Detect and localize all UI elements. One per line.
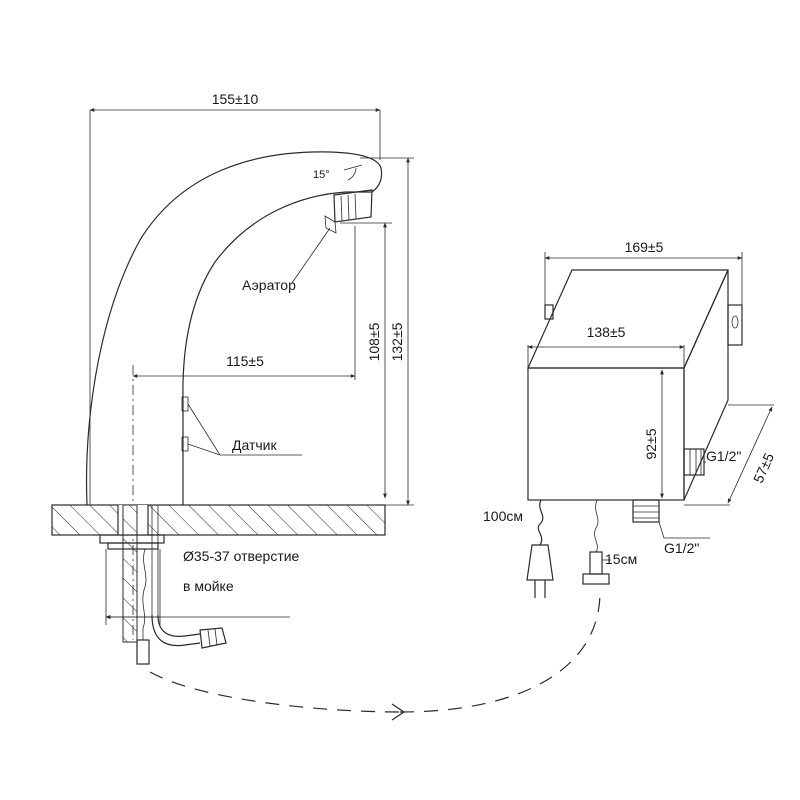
aerator-label: Аэратор bbox=[242, 277, 296, 293]
box-side-face bbox=[683, 269, 729, 501]
height-dimension-inner: 108±5 bbox=[366, 322, 382, 361]
sensor-wire bbox=[142, 548, 147, 640]
bottom-outlet-fitting bbox=[632, 499, 660, 523]
countertop bbox=[51, 504, 386, 536]
width-dimension: 155±10 bbox=[212, 91, 259, 107]
box-top-face bbox=[527, 269, 729, 369]
hole-label-line1: Ø35-37 отверстие bbox=[183, 548, 300, 564]
power-plug bbox=[526, 544, 554, 581]
box-height-dimension: 92±5 bbox=[643, 428, 659, 459]
hose-nut bbox=[199, 627, 227, 649]
faucet-outer-profile bbox=[85, 151, 383, 506]
sensor-cable-connector bbox=[589, 551, 603, 575]
sensor-label: Датчик bbox=[232, 437, 277, 453]
sensor-cable bbox=[594, 499, 599, 553]
box-depth-dimension: 57±5 bbox=[750, 450, 777, 485]
faucet-view: 15° 155±10 115±5 bbox=[51, 91, 414, 665]
reach-dimension: 115±5 bbox=[226, 353, 264, 369]
mounting-bracket bbox=[727, 304, 743, 346]
control-box-view: G1/2" G1/2" 169±5 138±5 92±5 57±5 100см bbox=[483, 239, 777, 598]
box-front-face bbox=[527, 367, 685, 501]
top-width-dimension: 169±5 bbox=[625, 239, 664, 255]
angle-label: 15° bbox=[313, 169, 330, 181]
hole-label-line2: в мойке bbox=[183, 578, 234, 594]
side-thread-label: G1/2" bbox=[706, 448, 741, 464]
aerator bbox=[333, 189, 373, 223]
power-cable bbox=[537, 499, 544, 546]
power-cable-length: 100см bbox=[483, 508, 523, 524]
front-width-dimension: 138±5 bbox=[587, 324, 626, 340]
sensor-cable-length: 15см bbox=[605, 551, 637, 567]
connection-arrow bbox=[149, 671, 401, 713]
faucet-spout-underside bbox=[182, 191, 372, 505]
threaded-stud bbox=[122, 504, 138, 643]
height-dimension-outer: 132±5 bbox=[389, 322, 405, 361]
wire-connector bbox=[136, 639, 150, 665]
connection-arrow-head bbox=[391, 703, 406, 721]
bottom-thread-label: G1/2" bbox=[664, 540, 699, 556]
supply-hose bbox=[151, 614, 201, 647]
